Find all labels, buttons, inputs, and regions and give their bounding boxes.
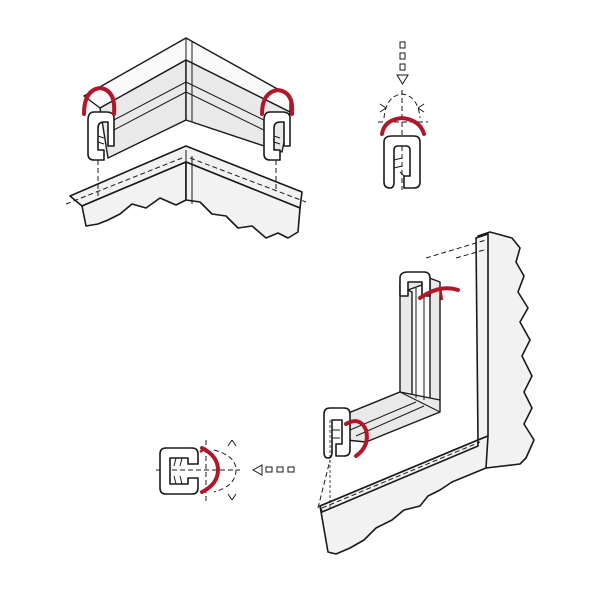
side-profile-cross-section: [156, 439, 240, 502]
outer-corner-right-profile: [260, 87, 295, 161]
top-profile-cross-section: [378, 90, 428, 190]
left-arrow-icon: [251, 464, 295, 476]
down-arrow-icon: [396, 41, 409, 85]
inner-corner-top-profile: [399, 271, 460, 301]
inner-corner-bottom-profile: [323, 407, 369, 459]
inner-corner-panel: [317, 231, 535, 555]
outer-corner-left-profile: [82, 85, 117, 161]
outer-corner-panel: [65, 37, 307, 239]
outer-corner-sheet: [65, 145, 307, 239]
outer-corner-seal-strip: [83, 37, 291, 159]
inner-corner-seal-strip: [345, 275, 441, 443]
inner-corner-wall: [319, 231, 535, 555]
